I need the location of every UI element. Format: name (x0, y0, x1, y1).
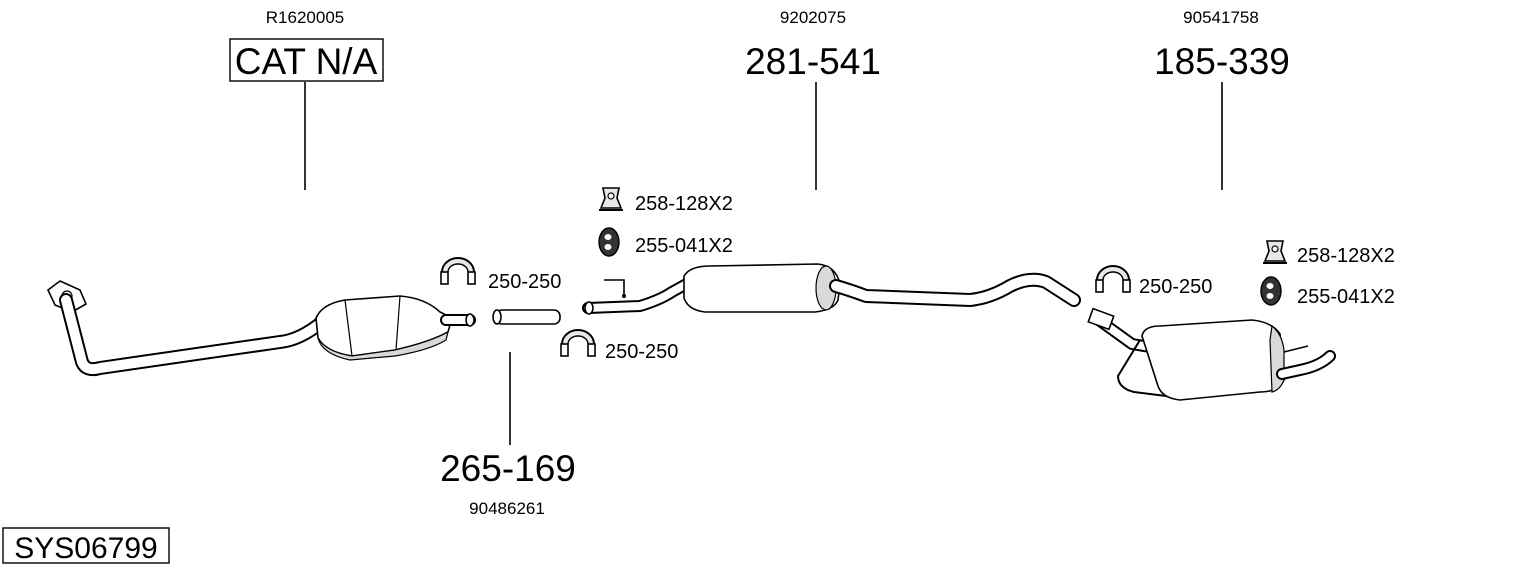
oe-number-cat: R1620005 (266, 8, 344, 27)
clamp-icon[interactable] (560, 329, 596, 357)
diagram-code-box (2, 527, 170, 564)
oe-number-mid: 9202075 (780, 8, 846, 27)
label-hanger-mid[interactable]: 258-128X2 (635, 193, 733, 215)
diagram-code: SYS06799 (14, 532, 157, 565)
oe-number-conn: 90486261 (469, 499, 545, 518)
rubber-mount-icon[interactable] (598, 227, 620, 257)
part-number-box (229, 38, 384, 82)
label-clamp-front[interactable]: 250-250 (488, 271, 561, 293)
label-clamp-rear[interactable]: 250-250 (1139, 276, 1212, 298)
part-number-cat[interactable]: CAT N/A (235, 41, 378, 82)
clamp-icon[interactable] (440, 257, 476, 285)
label-rubber-mid[interactable]: 255-041X2 (635, 235, 733, 257)
label-rubber-rear[interactable]: 255-041X2 (1297, 286, 1395, 308)
front-pipe-catalyst-part[interactable] (47, 280, 476, 377)
part-number-mid[interactable]: 281-541 (745, 41, 881, 82)
rubber-mount-icon[interactable] (1260, 276, 1282, 306)
rear-silencer-part[interactable] (1087, 307, 1336, 401)
middle-silencer-body (683, 263, 841, 313)
hanger-icon[interactable] (1263, 240, 1287, 264)
middle-silencer-part[interactable] (582, 263, 1081, 315)
part-number-rear[interactable]: 185-339 (1154, 41, 1290, 82)
hanger-icon[interactable] (599, 187, 623, 211)
connecting-pipe-part[interactable] (492, 309, 561, 325)
label-clamp-mid-lower[interactable]: 250-250 (605, 341, 678, 363)
rear-silencer-body (1141, 319, 1285, 401)
oe-number-rear: 90541758 (1183, 8, 1259, 27)
label-hanger-rear[interactable]: 258-128X2 (1297, 245, 1395, 267)
part-number-conn[interactable]: 265-169 (440, 448, 576, 489)
clamp-icon[interactable] (1095, 265, 1131, 293)
